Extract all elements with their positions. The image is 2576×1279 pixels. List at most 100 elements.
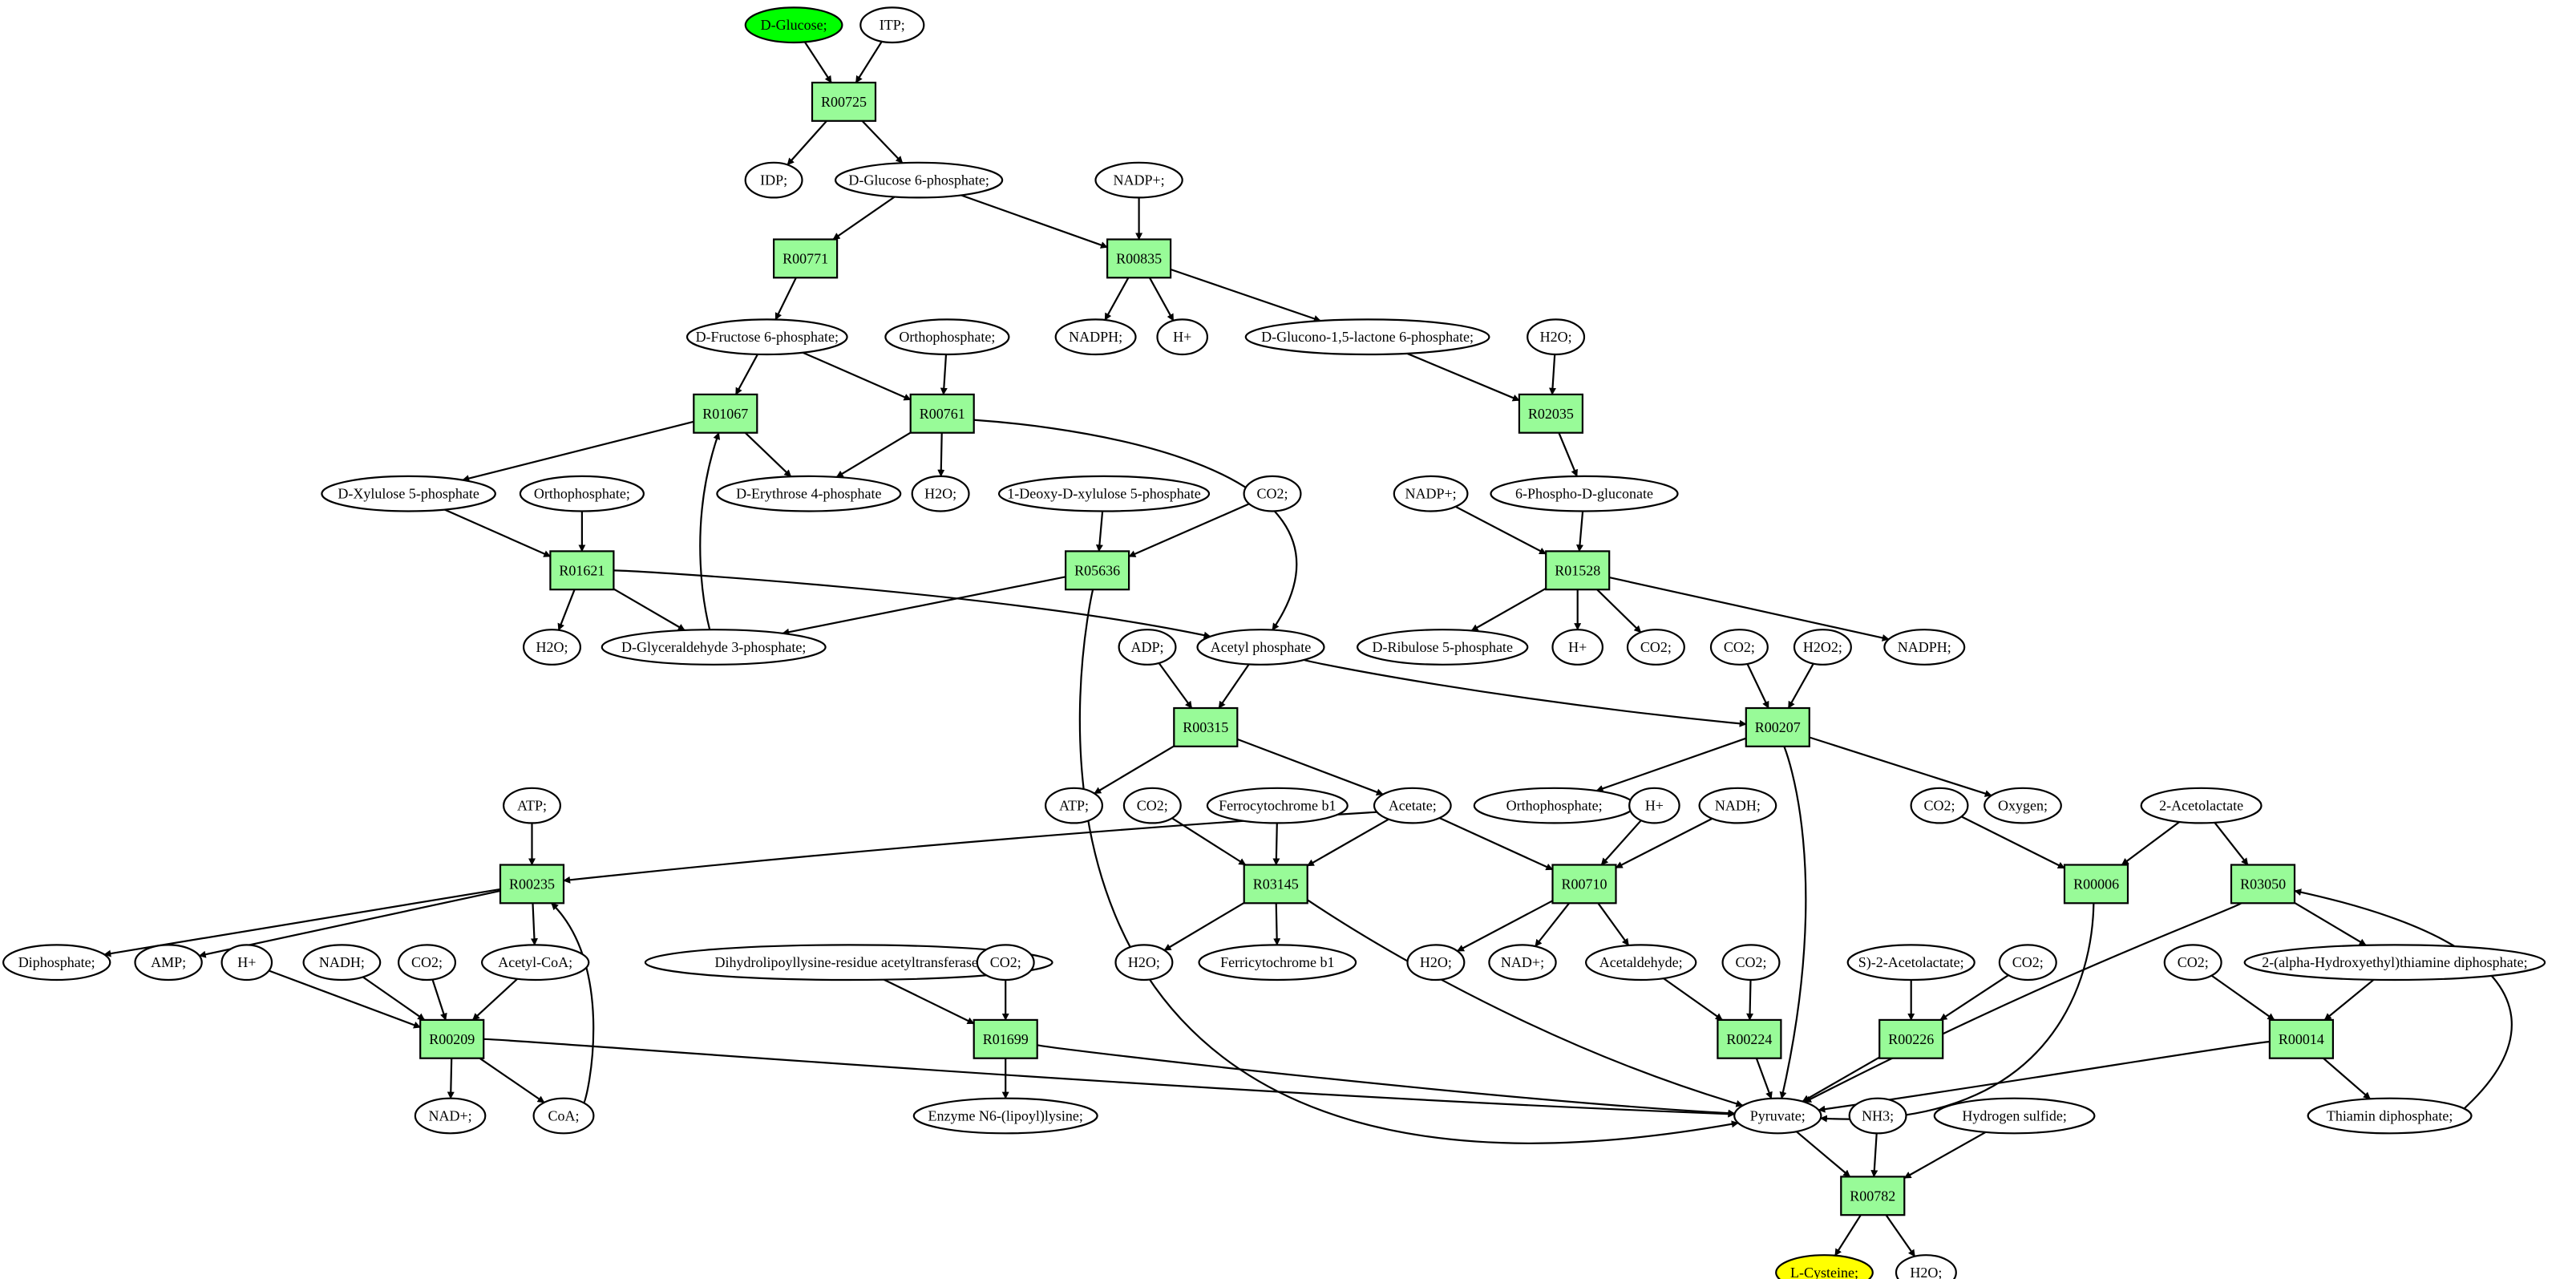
reaction-node-r15[interactable]: R00006	[2063, 864, 2129, 905]
compound-node-c56[interactable]: CO2;	[1998, 944, 2057, 982]
compound-label: H+	[237, 954, 256, 970]
reaction-node-r7[interactable]: R01621	[549, 550, 615, 591]
reaction-node-r4[interactable]: R01067	[693, 393, 758, 434]
reaction-node-r20[interactable]: R00226	[1878, 1018, 1944, 1059]
compound-node-c24[interactable]: D-Ribulose 5-phosphate	[1356, 629, 1529, 666]
compound-node-c18[interactable]: NADP+;	[1393, 475, 1469, 512]
compound-node-c52[interactable]: NAD+;	[1488, 944, 1557, 982]
compound-node-c62[interactable]: Pyruvate;	[1733, 1097, 1822, 1135]
reaction-node-r1[interactable]: R00725	[811, 81, 877, 122]
compound-label: ATP;	[517, 798, 547, 814]
compound-node-c64[interactable]: Hydrogen sulfide;	[1933, 1097, 2096, 1135]
compound-node-c7[interactable]: Orthophosphate;	[884, 318, 1010, 356]
compound-node-c50[interactable]: Ferricytochrome b1	[1198, 944, 1357, 982]
compound-node-c58[interactable]: CO2;	[2163, 944, 2222, 982]
compound-node-c23[interactable]: Acetyl phosphate	[1196, 629, 1325, 666]
reaction-node-r17[interactable]: R00209	[419, 1018, 485, 1059]
compound-node-c1[interactable]: D-Glucose;	[744, 6, 843, 44]
compound-shape	[1244, 318, 1490, 356]
compound-node-c30[interactable]: ATP;	[502, 787, 561, 824]
compound-node-c32[interactable]: CO2;	[1122, 787, 1182, 824]
compound-shape	[1044, 787, 1103, 824]
edge-r17-c62	[483, 1038, 1736, 1118]
compound-node-c42[interactable]: AMP;	[134, 944, 203, 982]
compound-node-c53[interactable]: Acetaldehyde;	[1584, 944, 1697, 982]
reaction-node-r8[interactable]: R05636	[1064, 550, 1130, 591]
reaction-node-r9[interactable]: R01528	[1545, 550, 1611, 591]
compound-node-c27[interactable]: CO2;	[1709, 629, 1769, 666]
compound-node-c47[interactable]: Dihydrolipoyllysine-residue acetyltransf…	[644, 944, 1053, 982]
compound-node-c2[interactable]: ITP;	[859, 6, 925, 44]
reaction-node-r3[interactable]: R00835	[1106, 238, 1172, 279]
compound-node-c33[interactable]: Ferrocytochrome b1	[1206, 787, 1349, 824]
compound-node-c55[interactable]: S)-2-Acetolactate;	[1846, 944, 1975, 982]
compound-node-c6[interactable]: D-Fructose 6-phosphate;	[685, 318, 848, 356]
compound-node-c14[interactable]: D-Erythrose 4-phosphate	[716, 475, 902, 512]
reaction-node-r6[interactable]: R02035	[1518, 393, 1584, 434]
compound-label: D-Xylulose 5-phosphate	[338, 486, 479, 502]
compound-node-c21[interactable]: D-Glyceraldehyde 3-phosphate;	[601, 629, 827, 666]
reaction-node-r21[interactable]: R00014	[2268, 1018, 2334, 1059]
compound-node-c5[interactable]: NADP+;	[1094, 161, 1183, 199]
compound-node-c15[interactable]: H2O;	[911, 475, 970, 512]
compound-node-c61[interactable]: Enzyme N6-(lipoyl)lysine;	[912, 1097, 1098, 1135]
reaction-node-r10[interactable]: R00315	[1173, 706, 1239, 747]
compound-node-c12[interactable]: D-Xylulose 5-phosphate	[321, 475, 496, 512]
compound-node-c31[interactable]: ATP;	[1044, 787, 1103, 824]
compound-node-c26[interactable]: CO2;	[1626, 629, 1685, 666]
compound-node-c34[interactable]: Acetate;	[1373, 787, 1452, 824]
compound-node-c43[interactable]: H+	[220, 944, 273, 982]
compound-node-c57[interactable]: 2-(alpha-Hydroxyethyl)thiamine diphospha…	[2243, 944, 2546, 982]
compound-node-c9[interactable]: H+	[1156, 318, 1209, 356]
reaction-label: R01621	[559, 562, 605, 578]
reaction-shape	[973, 1018, 1038, 1059]
reaction-node-r14[interactable]: R00710	[1551, 864, 1617, 905]
compound-node-c16[interactable]: 1-Deoxy-D-xylulose 5-phosphate	[997, 475, 1211, 512]
compound-node-c11[interactable]: H2O;	[1527, 318, 1586, 356]
compound-node-c49[interactable]: H2O;	[1114, 944, 1174, 982]
compound-node-c29[interactable]: NADPH;	[1883, 629, 1966, 666]
compound-node-c35[interactable]: Orthophosphate;	[1473, 787, 1636, 824]
compound-node-c36[interactable]: H+	[1628, 787, 1680, 824]
compound-node-c13[interactable]: Orthophosphate;	[519, 475, 645, 512]
compound-node-c66[interactable]: L-Cysteine;	[1775, 1254, 1874, 1279]
compound-node-c46[interactable]: Acetyl-CoA;	[481, 944, 590, 982]
compound-node-c20[interactable]: H2O;	[522, 629, 581, 666]
compound-node-c25[interactable]: H+	[1551, 629, 1604, 666]
compound-node-c40[interactable]: 2-Acetolactate	[2140, 787, 2263, 824]
compound-node-c37[interactable]: NADH;	[1698, 787, 1777, 824]
compound-node-c67[interactable]: H2O;	[1895, 1254, 1957, 1279]
compound-node-c22[interactable]: ADP;	[1118, 629, 1177, 666]
reaction-node-r16[interactable]: R03050	[2230, 864, 2296, 905]
compound-node-c54[interactable]: CO2;	[1721, 944, 1781, 982]
reaction-node-r22[interactable]: R00782	[1840, 1176, 1906, 1216]
compound-label: NAD+;	[429, 1108, 472, 1124]
reaction-node-r12[interactable]: R00235	[499, 864, 565, 905]
reaction-node-r11[interactable]: R00207	[1745, 706, 1810, 747]
compound-node-c3[interactable]: IDP;	[744, 161, 803, 199]
compound-shape	[716, 475, 902, 512]
reaction-node-r2[interactable]: R00771	[772, 238, 839, 279]
compound-node-c10[interactable]: D-Glucono-1,5-lactone 6-phosphate;	[1244, 318, 1490, 356]
compound-node-c63[interactable]: NH3;	[1848, 1097, 1907, 1135]
reaction-node-r18[interactable]: R01699	[973, 1018, 1038, 1059]
compound-node-c17[interactable]: CO2;	[1243, 475, 1302, 512]
compound-node-c51[interactable]: H2O;	[1406, 944, 1466, 982]
compound-label: CoA;	[548, 1108, 579, 1124]
compound-node-c19[interactable]: 6-Phospho-D-gluconate	[1490, 475, 1679, 512]
compound-node-c38[interactable]: CO2;	[1910, 787, 1969, 824]
compound-node-c41[interactable]: Diphosphate;	[2, 944, 111, 982]
reaction-node-r13[interactable]: R03145	[1243, 864, 1308, 905]
compound-node-c60[interactable]: CoA;	[532, 1097, 595, 1135]
reaction-node-r5[interactable]: R00761	[909, 393, 975, 434]
compound-node-c59[interactable]: NAD+;	[414, 1097, 487, 1135]
compound-node-c39[interactable]: Oxygen;	[1984, 787, 2062, 824]
reaction-node-r19[interactable]: R00224	[1717, 1018, 1782, 1059]
compound-node-c48[interactable]: CO2;	[976, 944, 1035, 982]
compound-node-c4[interactable]: D-Glucose 6-phosphate;	[834, 161, 1004, 199]
compound-node-c45[interactable]: CO2;	[398, 944, 457, 982]
compound-node-c44[interactable]: NADH;	[302, 944, 382, 982]
compound-node-c65[interactable]: Thiamin diphosphate;	[2307, 1097, 2473, 1135]
compound-node-c28[interactable]: H2O2;	[1793, 629, 1852, 666]
compound-node-c8[interactable]: NADPH;	[1054, 318, 1137, 356]
